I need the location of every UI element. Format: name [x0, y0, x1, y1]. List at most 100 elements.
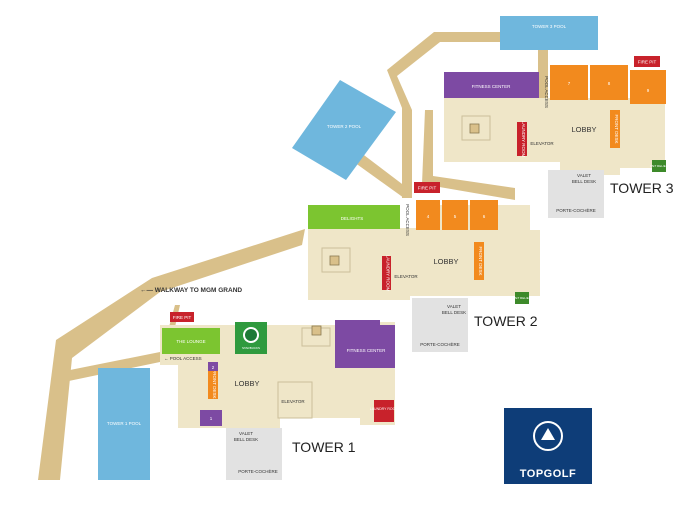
tower1-unit-1-label: 1: [210, 416, 213, 421]
tower2-pool-access: POOL ACCESS: [405, 204, 410, 236]
pools: TOWER 1 POOL TOWER 2 POOL TOWER 3 POOL: [98, 16, 598, 480]
tower2-unit-4-label: 4: [427, 214, 430, 219]
tower1-front-desk-label: FRONT DESK: [212, 370, 217, 399]
tower3-unit-7-label: 7: [568, 81, 571, 86]
tower2-porte-cochere: [412, 298, 468, 352]
tower2-unit-4: [416, 200, 440, 230]
tower3-unit-8: [590, 65, 628, 100]
tower3-fitness: [444, 72, 539, 98]
walkway-t3-pool: [538, 50, 548, 112]
tower2-unit-6-label: 6: [483, 214, 486, 219]
tower3-pet-relief: [652, 160, 666, 172]
tower1-front-desk: [208, 365, 218, 399]
walkway-label: ←— WALKWAY TO MGM GRAND: [140, 287, 242, 294]
tower1-unit-2: [208, 362, 218, 371]
tower2-bell-desk: BELL DESK: [442, 310, 466, 315]
tower2-front-desk-label: FRONT DESK: [478, 247, 483, 276]
topgolf-ball-icon: [533, 421, 563, 451]
tower2-elevator-core: [329, 255, 340, 266]
tower3-front-desk: [610, 110, 620, 148]
starbucks-logo-inner: [245, 329, 257, 341]
tower3-elevator-label: ELEVATOR: [530, 141, 554, 146]
tower1-lobby-label: LOBBY: [234, 379, 259, 388]
tower3-fire-pit: [634, 56, 660, 67]
tower3-unit-8-label: 8: [608, 81, 611, 86]
tower2-lobby-label: LOBBY: [433, 257, 458, 266]
walkway-t3-loop: [422, 110, 515, 200]
tower1-lounge: [162, 328, 220, 354]
tower2-lounge-area: [321, 247, 351, 273]
tower2-building: DELIGHTS POOL ACCESS FIRE PIT 4 5 6 LAUN…: [308, 182, 540, 352]
tower2-elevator-label: ELEVATOR: [394, 274, 418, 279]
tower3-pool-access: POOL ACCESS: [544, 76, 549, 108]
tower2-pet-relief: [515, 292, 529, 304]
tower1-pool: [98, 368, 150, 480]
tower1-pool-label: TOWER 1 POOL: [107, 421, 142, 426]
walkway-lounge: [60, 352, 160, 382]
topgolf-logo: TOPGOLF: [504, 408, 592, 484]
tower3-lounge-area: [461, 115, 491, 141]
tower1-fire-pit-label: FIRE PIT: [173, 315, 192, 320]
tower1-pool-access: ← POOL ACCESS: [164, 356, 202, 361]
tower2-pool: [292, 80, 396, 180]
walkway-main: [38, 229, 305, 480]
tower1-starbucks-label: STARBUCKS: [242, 346, 260, 350]
tower3-pet-relief-label: PET RELIEF: [650, 164, 667, 168]
tower1-laundry-label: LAUNDRY ROOM: [370, 407, 399, 411]
tower1-porte-label: PORTE-COCHÈRE: [238, 468, 277, 474]
tower3-elevator-core: [469, 123, 480, 134]
tower1-unit-1: [200, 410, 222, 426]
tower3-building: FITNESS CENTER POOL ACCESS 7 8 9 FIRE PI…: [444, 56, 674, 218]
tower2-delights: [308, 205, 400, 229]
tower2-unit-5: [442, 200, 468, 230]
tower1-fitness-label: FITNESS CENTER: [347, 348, 387, 353]
tower3-fitness-label: FITNESS CENTER: [472, 84, 512, 89]
tower3-fire-pit-label: FIRE PIT: [638, 60, 657, 65]
tower3-floor: [444, 98, 665, 175]
tower2-porte-label: PORTE-COCHÈRE: [420, 341, 459, 347]
tower1-laundry: [374, 400, 394, 422]
tower2-front-desk: [474, 242, 484, 280]
tower3-unit-9: [630, 70, 666, 104]
tower2-pool-label: TOWER 2 POOL: [327, 124, 362, 129]
tower1-building: THE LOUNGE ← POOL ACCESS FIRE PIT STARBU…: [160, 312, 398, 480]
tower3-pool: [500, 16, 598, 50]
tower1-name: TOWER 1: [292, 439, 356, 455]
tower1-elevator-label: ELEVATOR: [281, 399, 305, 404]
tower1-porte-cochere: [226, 428, 282, 480]
tower3-valet: VALET: [577, 173, 591, 178]
tower3-laundry: [517, 122, 527, 156]
tower2-fire-pit-label: FIRE PIT: [418, 186, 437, 191]
tower1-valet: VALET: [239, 431, 253, 436]
tower3-pool-label: TOWER 3 POOL: [532, 24, 567, 29]
topgolf-name: TOPGOLF: [520, 468, 576, 480]
tower1-elevator-core: [311, 325, 322, 336]
tower1-fitness: [335, 320, 395, 368]
tower1-unit-2-label: 2: [212, 365, 215, 370]
tower3-porte-label: PORTE-COCHÈRE: [556, 207, 595, 213]
tower2-laundry-label: LAUNDRY ROOM: [386, 255, 391, 292]
tower1-elevator-bank: [277, 381, 313, 419]
tower3-unit-7: [550, 65, 588, 100]
tower2-unit-6: [470, 200, 498, 230]
tower2-laundry: [382, 256, 391, 290]
tower2-name: TOWER 2: [474, 313, 538, 329]
tower2-delights-label: DELIGHTS: [341, 216, 364, 221]
tower3-porte-cochere: [548, 170, 604, 218]
tower2-fire-pit: [414, 182, 440, 193]
tower3-name: TOWER 3: [610, 180, 674, 196]
tower3-lobby-label: LOBBY: [571, 125, 596, 134]
tower3-bell-desk: BELL DESK: [572, 179, 596, 184]
tower3-unit-9-label: 9: [647, 88, 650, 93]
tower1-fire-pit: [170, 312, 194, 322]
walkway-upper: [387, 32, 500, 198]
tower2-unit-5-label: 5: [454, 214, 457, 219]
tower1-lounge-label: THE LOUNGE: [176, 339, 205, 344]
tower2-pet-relief-label: PET RELIEF: [513, 296, 530, 300]
tower1-bell-desk: BELL DESK: [234, 437, 258, 442]
tower3-front-desk-label: FRONT DESK: [614, 115, 619, 144]
tower2-valet: VALET: [447, 304, 461, 309]
topgolf-flag-icon: [541, 428, 555, 440]
tower3-laundry-label: LAUNDRY ROOM: [521, 121, 526, 158]
